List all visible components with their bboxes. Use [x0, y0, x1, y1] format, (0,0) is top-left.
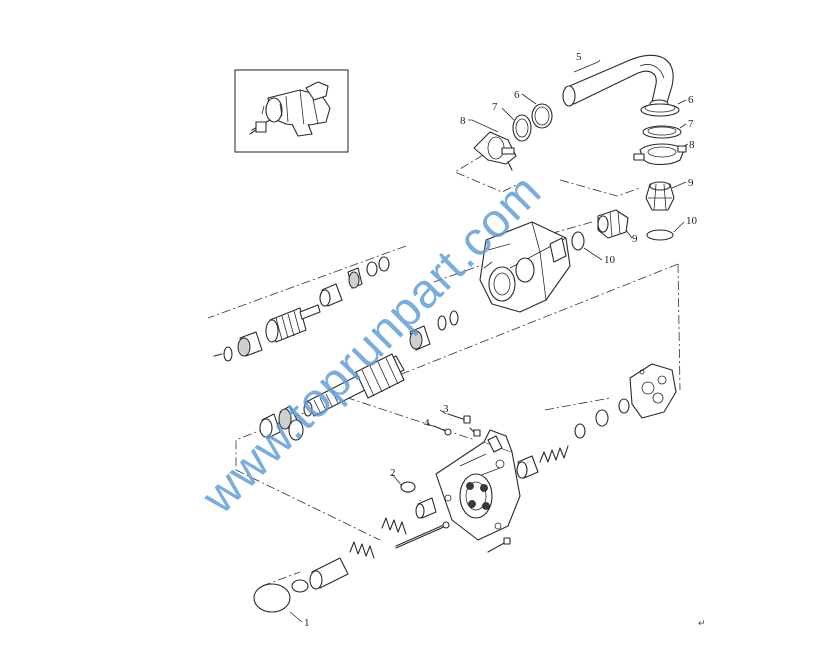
piston-lower [309, 557, 349, 590]
bushing-upper [319, 283, 343, 307]
hose-part-5 [562, 54, 674, 109]
spacer-ring-2 [366, 261, 378, 277]
washer-left-1 [223, 346, 233, 362]
callout-10-mid: 10 [604, 254, 616, 266]
clamp-part-8-right [633, 143, 687, 166]
callout-10-right: 10 [686, 215, 698, 227]
plunger-right [516, 455, 539, 479]
splined-shaft [303, 353, 405, 417]
bearing-left-1 [237, 331, 263, 357]
spring-middle [381, 517, 407, 535]
ring-lower-2 [291, 579, 309, 593]
snap-ring-b [437, 315, 447, 331]
callout-8-right: 8 [689, 139, 695, 151]
callout-5: 5 [576, 51, 582, 63]
callout-3: 3 [443, 403, 449, 415]
paragraph-mark: ↵ [698, 619, 706, 629]
spacer-ring-1 [378, 256, 390, 272]
upper-shaft-row [213, 256, 390, 362]
callout-1: 1 [304, 617, 310, 629]
drive-gear-shaft [265, 304, 321, 343]
oring-part-1 [253, 583, 291, 613]
upper-middle-parts [473, 103, 553, 171]
bearing-lower [259, 413, 281, 439]
mid-right-parts [571, 209, 629, 251]
spring-lower [349, 541, 375, 559]
fitting-part-9-right [645, 181, 675, 211]
pump-housing [479, 221, 571, 313]
oring-part-10-mid [571, 231, 585, 251]
bearing-mid [409, 325, 431, 351]
right-seals [574, 398, 630, 439]
piston-and-oring [253, 557, 349, 613]
ring-part-6-right [640, 103, 680, 117]
callout-6-right: 6 [688, 94, 694, 106]
bearing-upper-1 [347, 267, 363, 289]
pump-body-lower [435, 429, 521, 541]
inset-pump-assembly-icon [249, 81, 331, 137]
ring-part-7-right [642, 125, 682, 139]
leader-lines [289, 59, 689, 623]
callout-4: 4 [424, 417, 430, 429]
lower-left-parts [259, 405, 304, 441]
valve-bushing [415, 497, 437, 519]
second-row-parts [409, 310, 459, 351]
callout-7-left: 7 [492, 101, 498, 113]
right-column-parts [633, 103, 687, 241]
callout-7-right: 7 [688, 118, 694, 130]
bolt-long-1 [395, 521, 450, 549]
right-spring-group [516, 445, 569, 479]
gasket-plate [629, 363, 677, 419]
bolt-short [487, 537, 511, 553]
callout-labels: 1 2 3 4 5 6 6 7 7 8 8 9 9 10 10 [304, 51, 698, 629]
screws-3-4 [433, 413, 481, 437]
ring-part-7-left [512, 114, 532, 142]
snap-ring-a [449, 310, 459, 326]
callout-8-left: 8 [460, 115, 466, 127]
snap-ring-part-2 [400, 481, 416, 493]
ring-part-6-left [531, 103, 553, 129]
screw-part-3 [447, 413, 471, 424]
clamp-part-8-left [473, 131, 517, 171]
callout-2: 2 [390, 467, 396, 479]
lower-spring-group [349, 517, 511, 559]
ring-lower [288, 419, 304, 441]
callout-9-right: 9 [688, 177, 694, 189]
callout-9-mid: 9 [632, 233, 638, 245]
spring-right [539, 445, 569, 463]
inset-thumbnail [234, 69, 349, 153]
fitting-part-9-mid [597, 209, 629, 239]
oring-part-10-right [646, 229, 674, 241]
callout-6-left: 6 [514, 89, 520, 101]
screw-part-4 [433, 425, 452, 436]
